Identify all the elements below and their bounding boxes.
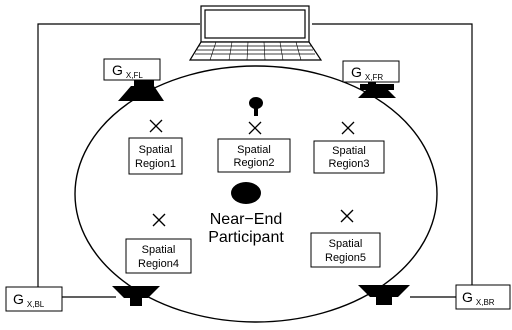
x-mark-icons: [149, 119, 355, 227]
speaker-icon-back-right: [358, 285, 410, 305]
wire-laptop-left: [37, 23, 200, 287]
participant-ellipse-icon: [231, 182, 261, 204]
speaker-icon-front-left: [118, 80, 164, 101]
speaker-icon-front-right: [358, 81, 396, 98]
room-ellipse: [74, 65, 438, 323]
svg-text:Region2: Region2: [234, 157, 275, 169]
svg-text:GX,FR: GX,FR: [351, 64, 383, 82]
connection-lines: [37, 23, 473, 298]
svg-text:Spatial: Spatial: [237, 144, 271, 156]
svg-text:Region5: Region5: [325, 252, 366, 264]
x-mark-icon-region3: [341, 121, 355, 135]
spatial-region-5: Spatial Region5: [310, 232, 381, 268]
participant-label-line2: Participant: [208, 229, 284, 246]
svg-text:Spatial: Spatial: [142, 244, 176, 256]
wire-laptop-right: [312, 23, 473, 287]
spatial-region-2: Spatial Region2: [217, 138, 291, 173]
svg-text:Region4: Region4: [138, 258, 179, 270]
speaker-icon-back-left: [112, 286, 160, 306]
participant-label-line1: Near−End: [210, 211, 283, 228]
svg-text:Region1: Region1: [135, 158, 176, 170]
x-mark-icon-region2: [248, 121, 262, 135]
spatial-region-1: Spatial Region1: [128, 137, 183, 175]
spatial-region-4: Spatial Region4: [125, 238, 192, 274]
laptop-icon: [188, 5, 323, 61]
x-mark-icon-region1: [149, 119, 163, 133]
spatial-region-3: Spatial Region3: [313, 140, 385, 174]
svg-text:GX,FL: GX,FL: [112, 62, 143, 80]
svg-text:GX,BR: GX,BR: [462, 289, 495, 307]
svg-text:Spatial: Spatial: [332, 145, 366, 157]
svg-text:Spatial: Spatial: [329, 238, 363, 250]
x-mark-icon-region4: [152, 213, 166, 227]
svg-text:GX,BL: GX,BL: [13, 291, 45, 309]
x-mark-icon-region5: [340, 209, 354, 223]
svg-text:Spatial: Spatial: [139, 144, 173, 156]
microphone-icon: [249, 97, 263, 116]
svg-text:Region3: Region3: [329, 158, 370, 170]
